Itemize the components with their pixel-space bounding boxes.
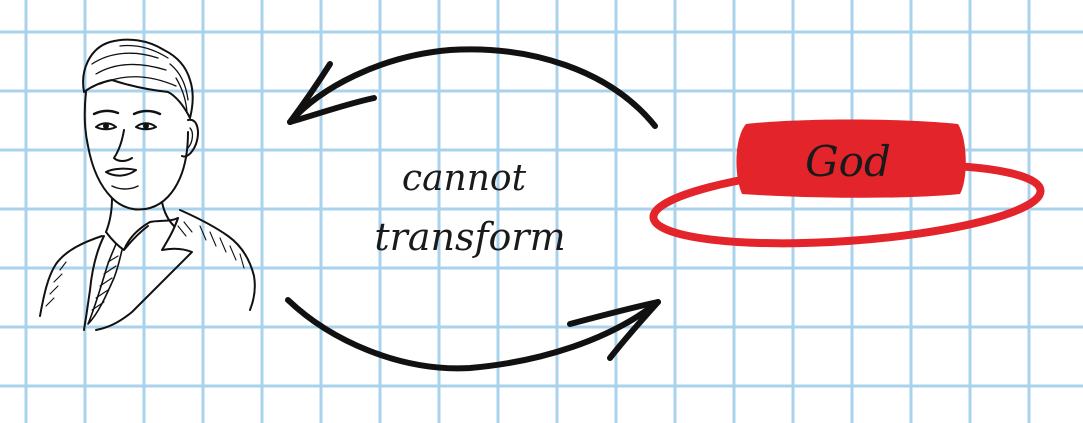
arrow-to-person-curve [290, 49, 655, 126]
arrow-to-god-curve [288, 300, 658, 368]
arrow-to-god [288, 300, 658, 368]
right-shoulder [180, 210, 255, 310]
chin-line [112, 186, 138, 189]
caption-line-1: cannot [402, 158, 527, 199]
shirt-collar [106, 218, 178, 250]
god-label: God [805, 137, 891, 186]
left-eyebrow [94, 111, 118, 114]
man-in-suit-sketch-icon [40, 40, 255, 330]
left-pupil [104, 124, 108, 128]
caption-line-2: transform [374, 215, 565, 259]
arrow-to-person [290, 49, 655, 126]
neck [106, 198, 174, 232]
nose [114, 130, 132, 161]
necktie [88, 244, 122, 324]
god-node: God [651, 120, 1043, 255]
right-pupil [144, 124, 148, 128]
mouth [106, 169, 136, 176]
right-eyebrow [134, 111, 160, 114]
